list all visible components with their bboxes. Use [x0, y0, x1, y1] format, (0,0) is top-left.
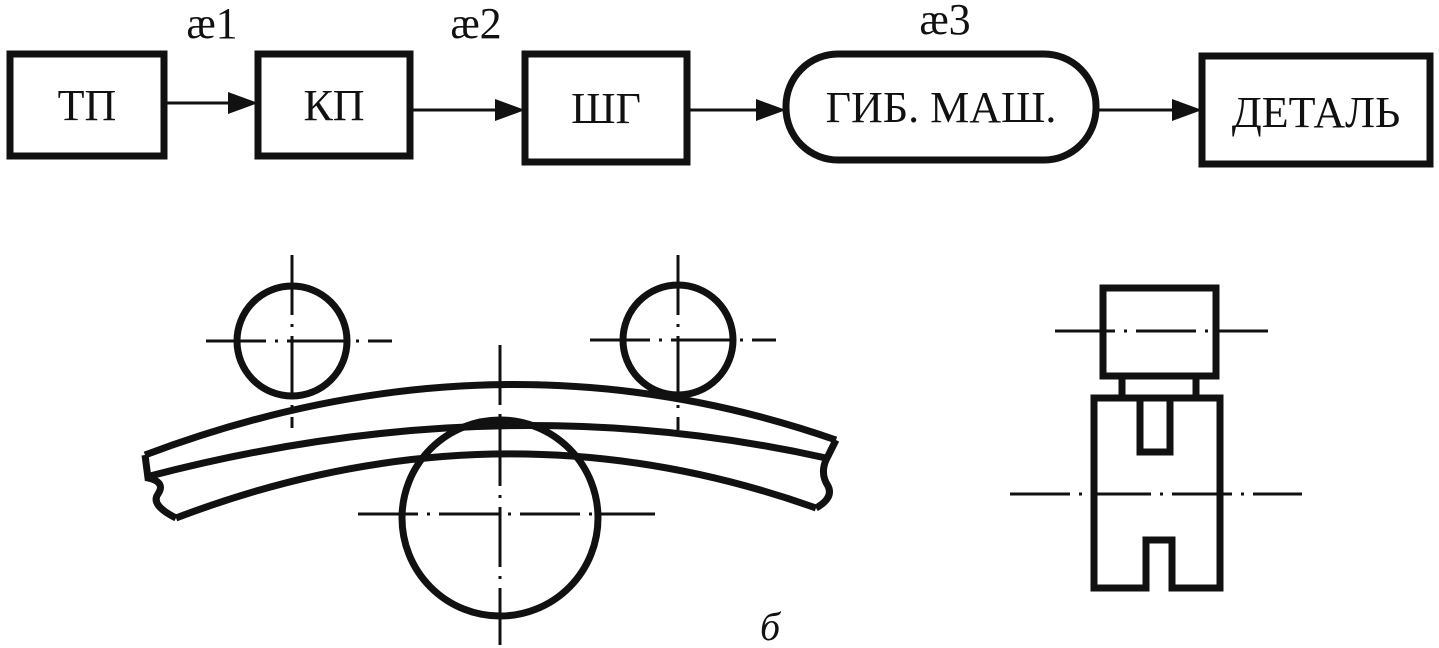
block-detail-label: ДЕТАЛЬ [1232, 88, 1400, 137]
arrow-1-head [228, 92, 258, 114]
flow-chart: ТП æ1 КП æ2 ШГ æ3 ГИБ. МАШ. ДЕТАЛЬ [6, 0, 1434, 168]
block-shg-label: ШГ [571, 84, 641, 133]
block-tp [6, 50, 168, 160]
arrow-3-head [756, 99, 786, 121]
hatched-section [1090, 394, 1224, 592]
block-bending-machine [782, 50, 1100, 164]
block-shg [521, 50, 691, 166]
block-bending-machine-label: ГИБ. МАШ. [826, 83, 1057, 132]
arrow-4-head [1172, 99, 1202, 121]
block-kp [254, 50, 414, 160]
workpiece-inner-edge [149, 422, 827, 480]
bending-scheme: б [141, 255, 840, 648]
block-detail [1198, 52, 1434, 168]
coefficient-3: æ3 [919, 0, 970, 44]
section-view [1010, 284, 1302, 592]
workpiece-top-edge [143, 381, 838, 459]
figure-caption: б [760, 604, 782, 648]
arrow-2-head [495, 99, 525, 121]
coefficient-2: æ2 [450, 0, 501, 48]
roller-neck [1118, 372, 1200, 402]
coefficient-1: æ1 [186, 0, 237, 48]
block-kp-label: КП [303, 81, 364, 130]
block-tp-label: ТП [58, 81, 117, 130]
workpiece-left-break [141, 454, 178, 522]
workpiece-bottom-edge [174, 450, 818, 522]
workpiece-right-break [814, 438, 840, 512]
